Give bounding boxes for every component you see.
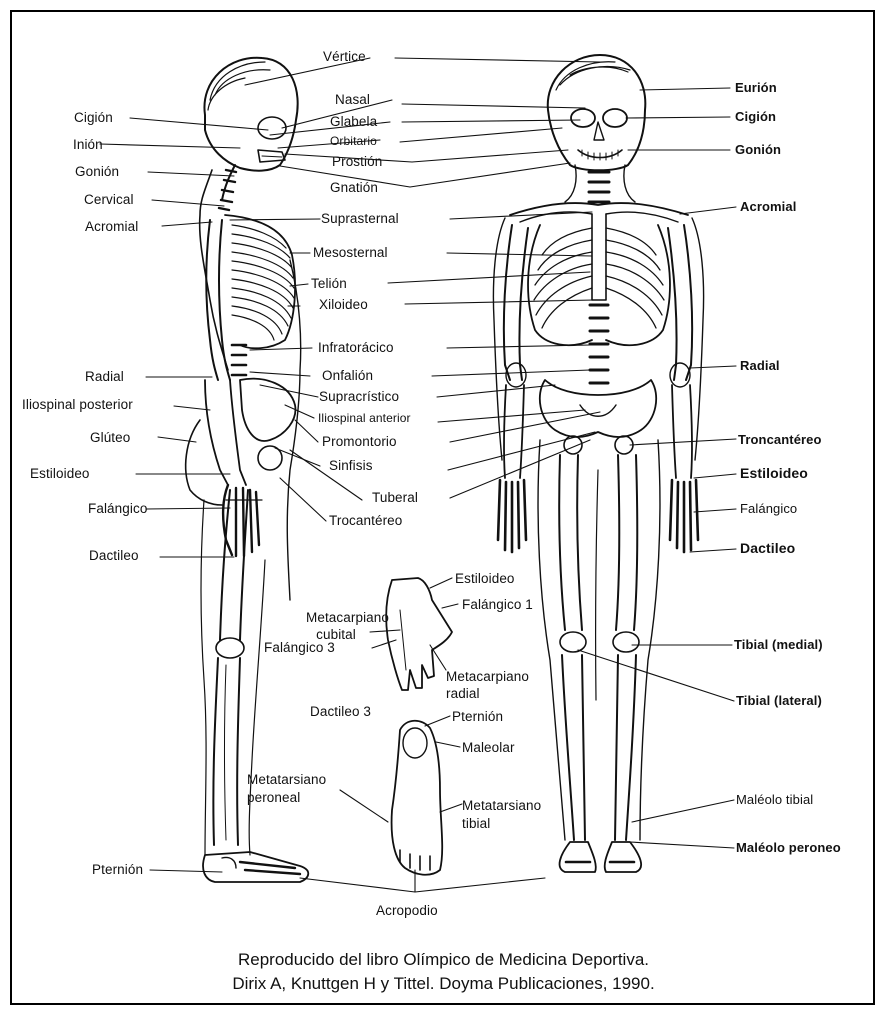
metacarpiano-cubital-line1: Metacarpiano <box>306 609 366 626</box>
label-dactileo-3: Dactileo 3 <box>310 704 371 719</box>
label-hand-metacarpiano-radial: Metacarpiano radial <box>446 668 529 702</box>
figure-caption: Reproducido del libro Olímpico de Medici… <box>0 864 887 996</box>
label-orbitario: Orbitario <box>330 134 377 149</box>
label-hand-estiloideo: Estiloideo <box>455 571 515 586</box>
foot-detail-drawing <box>392 721 443 875</box>
label-cigion-right: Cigión <box>735 109 776 124</box>
metacarpiano-radial-line1: Metacarpiano <box>446 668 529 685</box>
label-falangico-left: Falángico <box>88 501 147 516</box>
label-metatarsiano-tibial: Metatarsiano tibial <box>462 797 541 833</box>
label-gonion-left: Gonión <box>75 164 119 179</box>
label-promontorio: Promontorio <box>322 434 397 449</box>
label-hand-falangico-3: Falángico 3 <box>264 640 335 655</box>
label-cervical: Cervical <box>84 192 134 207</box>
label-inion: Inión <box>73 137 103 152</box>
label-estiloideo-left: Estiloideo <box>30 466 90 481</box>
label-eurion: Eurión <box>735 80 777 95</box>
label-iliospinal-posterior: Iliospinal posterior <box>22 397 133 412</box>
label-dactileo-right: Dactileo <box>740 541 795 556</box>
label-sinfisis: Sinfisis <box>329 458 373 473</box>
label-mesosternal: Mesosternal <box>313 245 388 260</box>
metatarsiano-tibial-line2: tibial <box>462 815 541 833</box>
label-tibial-lateral: Tibial (lateral) <box>736 693 822 708</box>
label-prostion: Prostión <box>332 154 382 169</box>
label-acromial-right: Acromial <box>740 199 796 214</box>
label-maleolar: Maleolar <box>462 740 515 755</box>
label-acromial-left: Acromial <box>85 219 138 234</box>
label-xiloideo: Xiloideo <box>319 297 368 312</box>
label-trocantereo-left: Trocantéreo <box>329 513 402 528</box>
label-suprasternal: Suprasternal <box>321 211 399 226</box>
label-radial-right: Radial <box>740 358 780 373</box>
caption-line-1: Reproducido del libro Olímpico de Medici… <box>0 948 887 972</box>
label-hand-metacarpiano-cubital: Metacarpiano cubital <box>306 609 366 643</box>
label-gnation: Gnatión <box>330 180 378 195</box>
label-pternion-foot: Pternión <box>452 709 503 724</box>
label-vertice: Vértice <box>323 49 366 64</box>
label-nasal: Nasal <box>335 92 370 107</box>
metatarsiano-peroneal-line2: peroneal <box>247 789 326 807</box>
metacarpiano-radial-line2: radial <box>446 685 529 702</box>
caption-line-2: Dirix A, Knuttgen H y Tittel. Doyma Publ… <box>0 972 887 996</box>
label-metatarsiano-peroneal: Metatarsiano peroneal <box>247 771 326 807</box>
label-glabela: Glabela <box>330 114 377 129</box>
label-telion: Telión <box>311 276 347 291</box>
label-dactileo-left: Dactileo <box>89 548 139 563</box>
label-iliospinal-anterior: Iliospinal anterior <box>318 411 411 426</box>
label-onfalion: Onfalión <box>322 368 373 383</box>
label-maleolo-tibial: Maléolo tibial <box>736 792 813 807</box>
label-tibial-medial: Tibial (medial) <box>734 637 823 652</box>
hand-detail-drawing <box>386 578 452 690</box>
label-radial-left: Radial <box>85 369 124 384</box>
front-view-skeleton <box>493 55 703 872</box>
metatarsiano-peroneal-line1: Metatarsiano <box>247 771 326 789</box>
label-gluteo: Glúteo <box>90 430 130 445</box>
label-tuberal: Tuberal <box>372 490 418 505</box>
label-hand-falangico-1: Falángico 1 <box>462 597 533 612</box>
metatarsiano-tibial-line1: Metatarsiano <box>462 797 541 815</box>
label-trocantereo-right: Troncantéreo <box>738 432 822 447</box>
label-supracristico: Supracrístico <box>319 389 399 404</box>
leader-lines <box>100 58 736 892</box>
label-cigion-left: Cigión <box>74 110 113 125</box>
label-maleolo-peroneo: Maléolo peroneo <box>736 840 841 855</box>
side-view-skeleton <box>186 58 309 882</box>
label-gonion-right: Gonión <box>735 142 781 157</box>
label-falangico-right: Falángico <box>740 501 797 516</box>
label-estiloideo-right: Estiloideo <box>740 466 808 481</box>
label-infratoracico: Infratorácico <box>318 340 394 355</box>
